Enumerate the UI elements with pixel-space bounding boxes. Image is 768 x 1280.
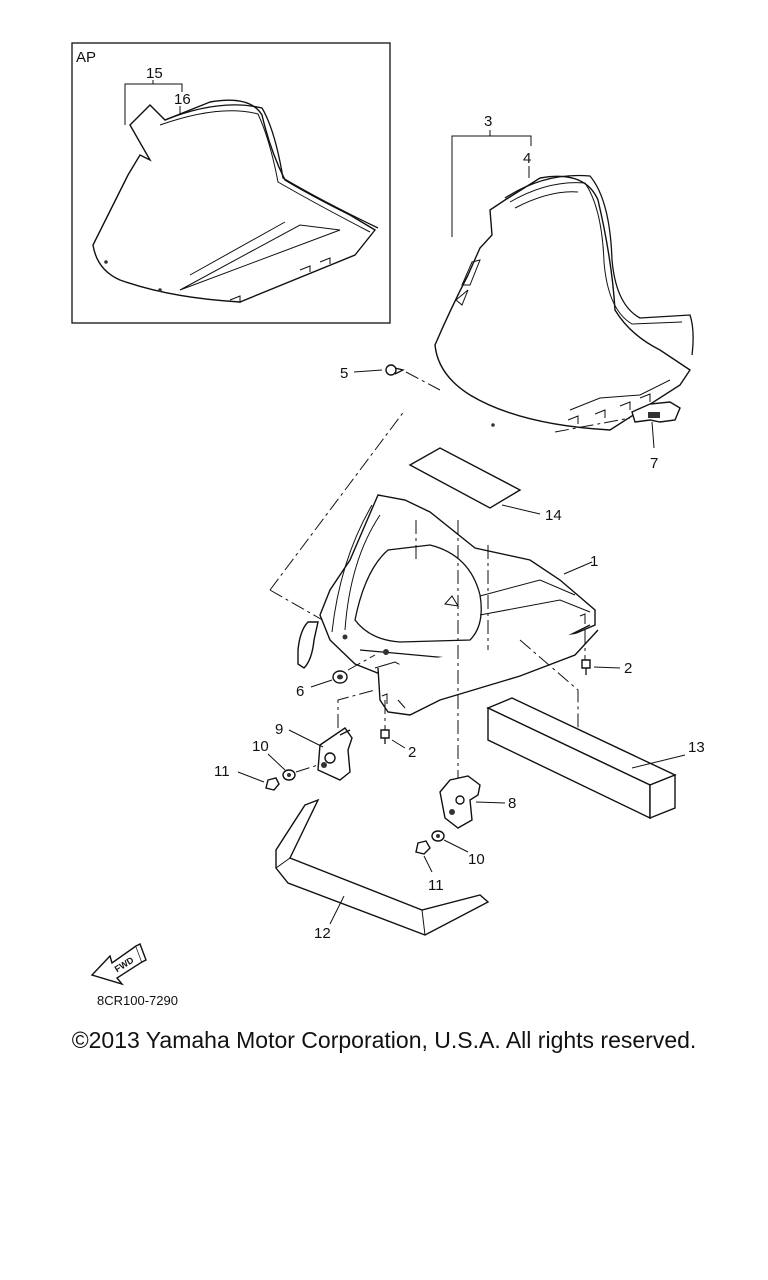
copyright-notice: ©2013 Yamaha Motor Corporation, U.S.A. A… (71, 1027, 697, 1053)
nut-11-left: 11 (214, 763, 280, 791)
foam-block-13: 13 (486, 697, 705, 820)
diagram-code: 8CR100-7290 (97, 993, 178, 1008)
callout-15: 15 (146, 65, 163, 82)
washer-10-right: 10 (431, 830, 485, 868)
callout-11-left: 11 (214, 763, 230, 780)
callout-11-right: 11 (428, 877, 444, 894)
bracket-8: 8 (439, 775, 516, 829)
callout-9: 9 (275, 721, 283, 738)
washer-10-left: 10 (252, 738, 319, 781)
windshield (434, 174, 694, 431)
callout-16: 16 (174, 91, 191, 108)
callout-6: 6 (296, 683, 304, 700)
screw-2-left: 2 (380, 729, 416, 761)
pad-14: 14 (408, 447, 562, 524)
callout-10-left: 10 (252, 738, 269, 755)
nut-11-right: 11 (415, 840, 444, 894)
callout-10-right: 10 (468, 851, 485, 868)
parts-diagram: AP 15 16 (71, 42, 705, 1008)
windshield-ap-inset (92, 99, 379, 303)
inset-ap: AP 15 16 (71, 42, 391, 324)
callout-13: 13 (688, 739, 705, 756)
callout-7: 7 (650, 455, 658, 472)
cowl-1: 1 (297, 494, 599, 716)
grommet-6: 6 (296, 654, 376, 700)
callout-12: 12 (314, 925, 331, 942)
foam-strip-12: 12 (275, 798, 490, 942)
callout-2-right: 2 (624, 660, 632, 677)
callout-2-left: 2 (408, 744, 416, 761)
screw-2-right: 2 (581, 659, 632, 677)
bolt-5: 5 (340, 364, 441, 391)
callout-4: 4 (523, 150, 531, 167)
callout-5: 5 (340, 365, 348, 382)
callout-3: 3 (484, 113, 492, 130)
fwd-arrow-icon: FWD (90, 943, 147, 986)
inset-label: AP (76, 49, 96, 66)
bracket-7: 7 (554, 401, 681, 472)
callout-14: 14 (545, 507, 562, 524)
bracket-9: 9 (275, 721, 353, 781)
callout-1: 1 (590, 553, 598, 570)
callout-8: 8 (508, 795, 516, 812)
